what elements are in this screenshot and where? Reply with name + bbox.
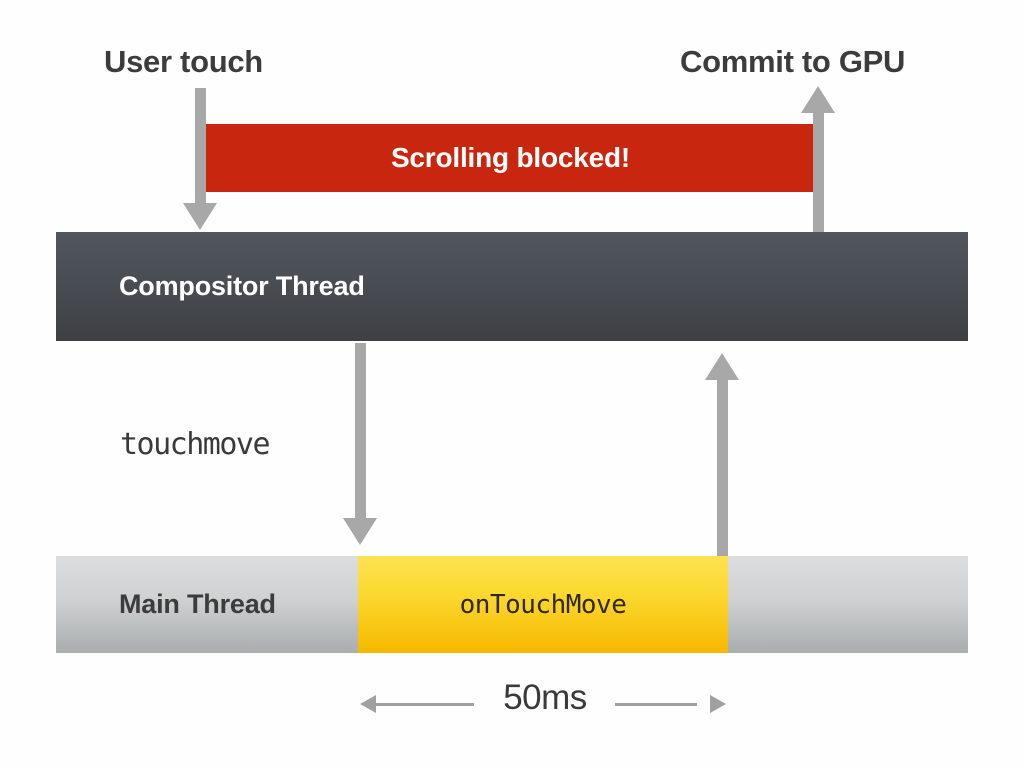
arrow-user-touch-shaft <box>195 88 206 205</box>
duration-line-right <box>615 703 697 706</box>
compositor-thread-bar: Compositor Thread <box>56 232 968 341</box>
arrow-up-icon-handler-return <box>705 353 739 380</box>
compositor-thread-label: Compositor Thread <box>119 271 365 301</box>
scrolling-blocked-label: Scrolling blocked! <box>390 142 631 173</box>
arrow-up-icon-commit-to-gpu <box>801 86 835 113</box>
duration-line-left <box>374 703 474 706</box>
arrow-down-icon-user-touch <box>183 203 217 230</box>
arrow-return-shaft <box>717 380 728 556</box>
arrow-down-icon-touchmove <box>343 518 377 545</box>
arrow-commit-shaft <box>813 112 824 234</box>
duration-label: 50ms <box>503 678 587 717</box>
duration-measure: 50ms <box>360 678 726 730</box>
label-commit-to-gpu: Commit to GPU <box>680 44 906 79</box>
label-user-touch: User touch <box>104 44 263 79</box>
arrow-left-icon-duration <box>360 695 376 713</box>
arrow-right-icon-duration <box>710 695 726 713</box>
touchmove-event-label: touchmove <box>120 427 271 462</box>
on-touch-move-label: onTouchMove <box>459 589 627 620</box>
arrow-touchmove-shaft <box>355 343 366 521</box>
main-thread-label: Main Thread <box>119 589 276 619</box>
scrolling-blocked-banner: Scrolling blocked! <box>206 124 815 192</box>
on-touch-move-block: onTouchMove <box>358 556 728 653</box>
